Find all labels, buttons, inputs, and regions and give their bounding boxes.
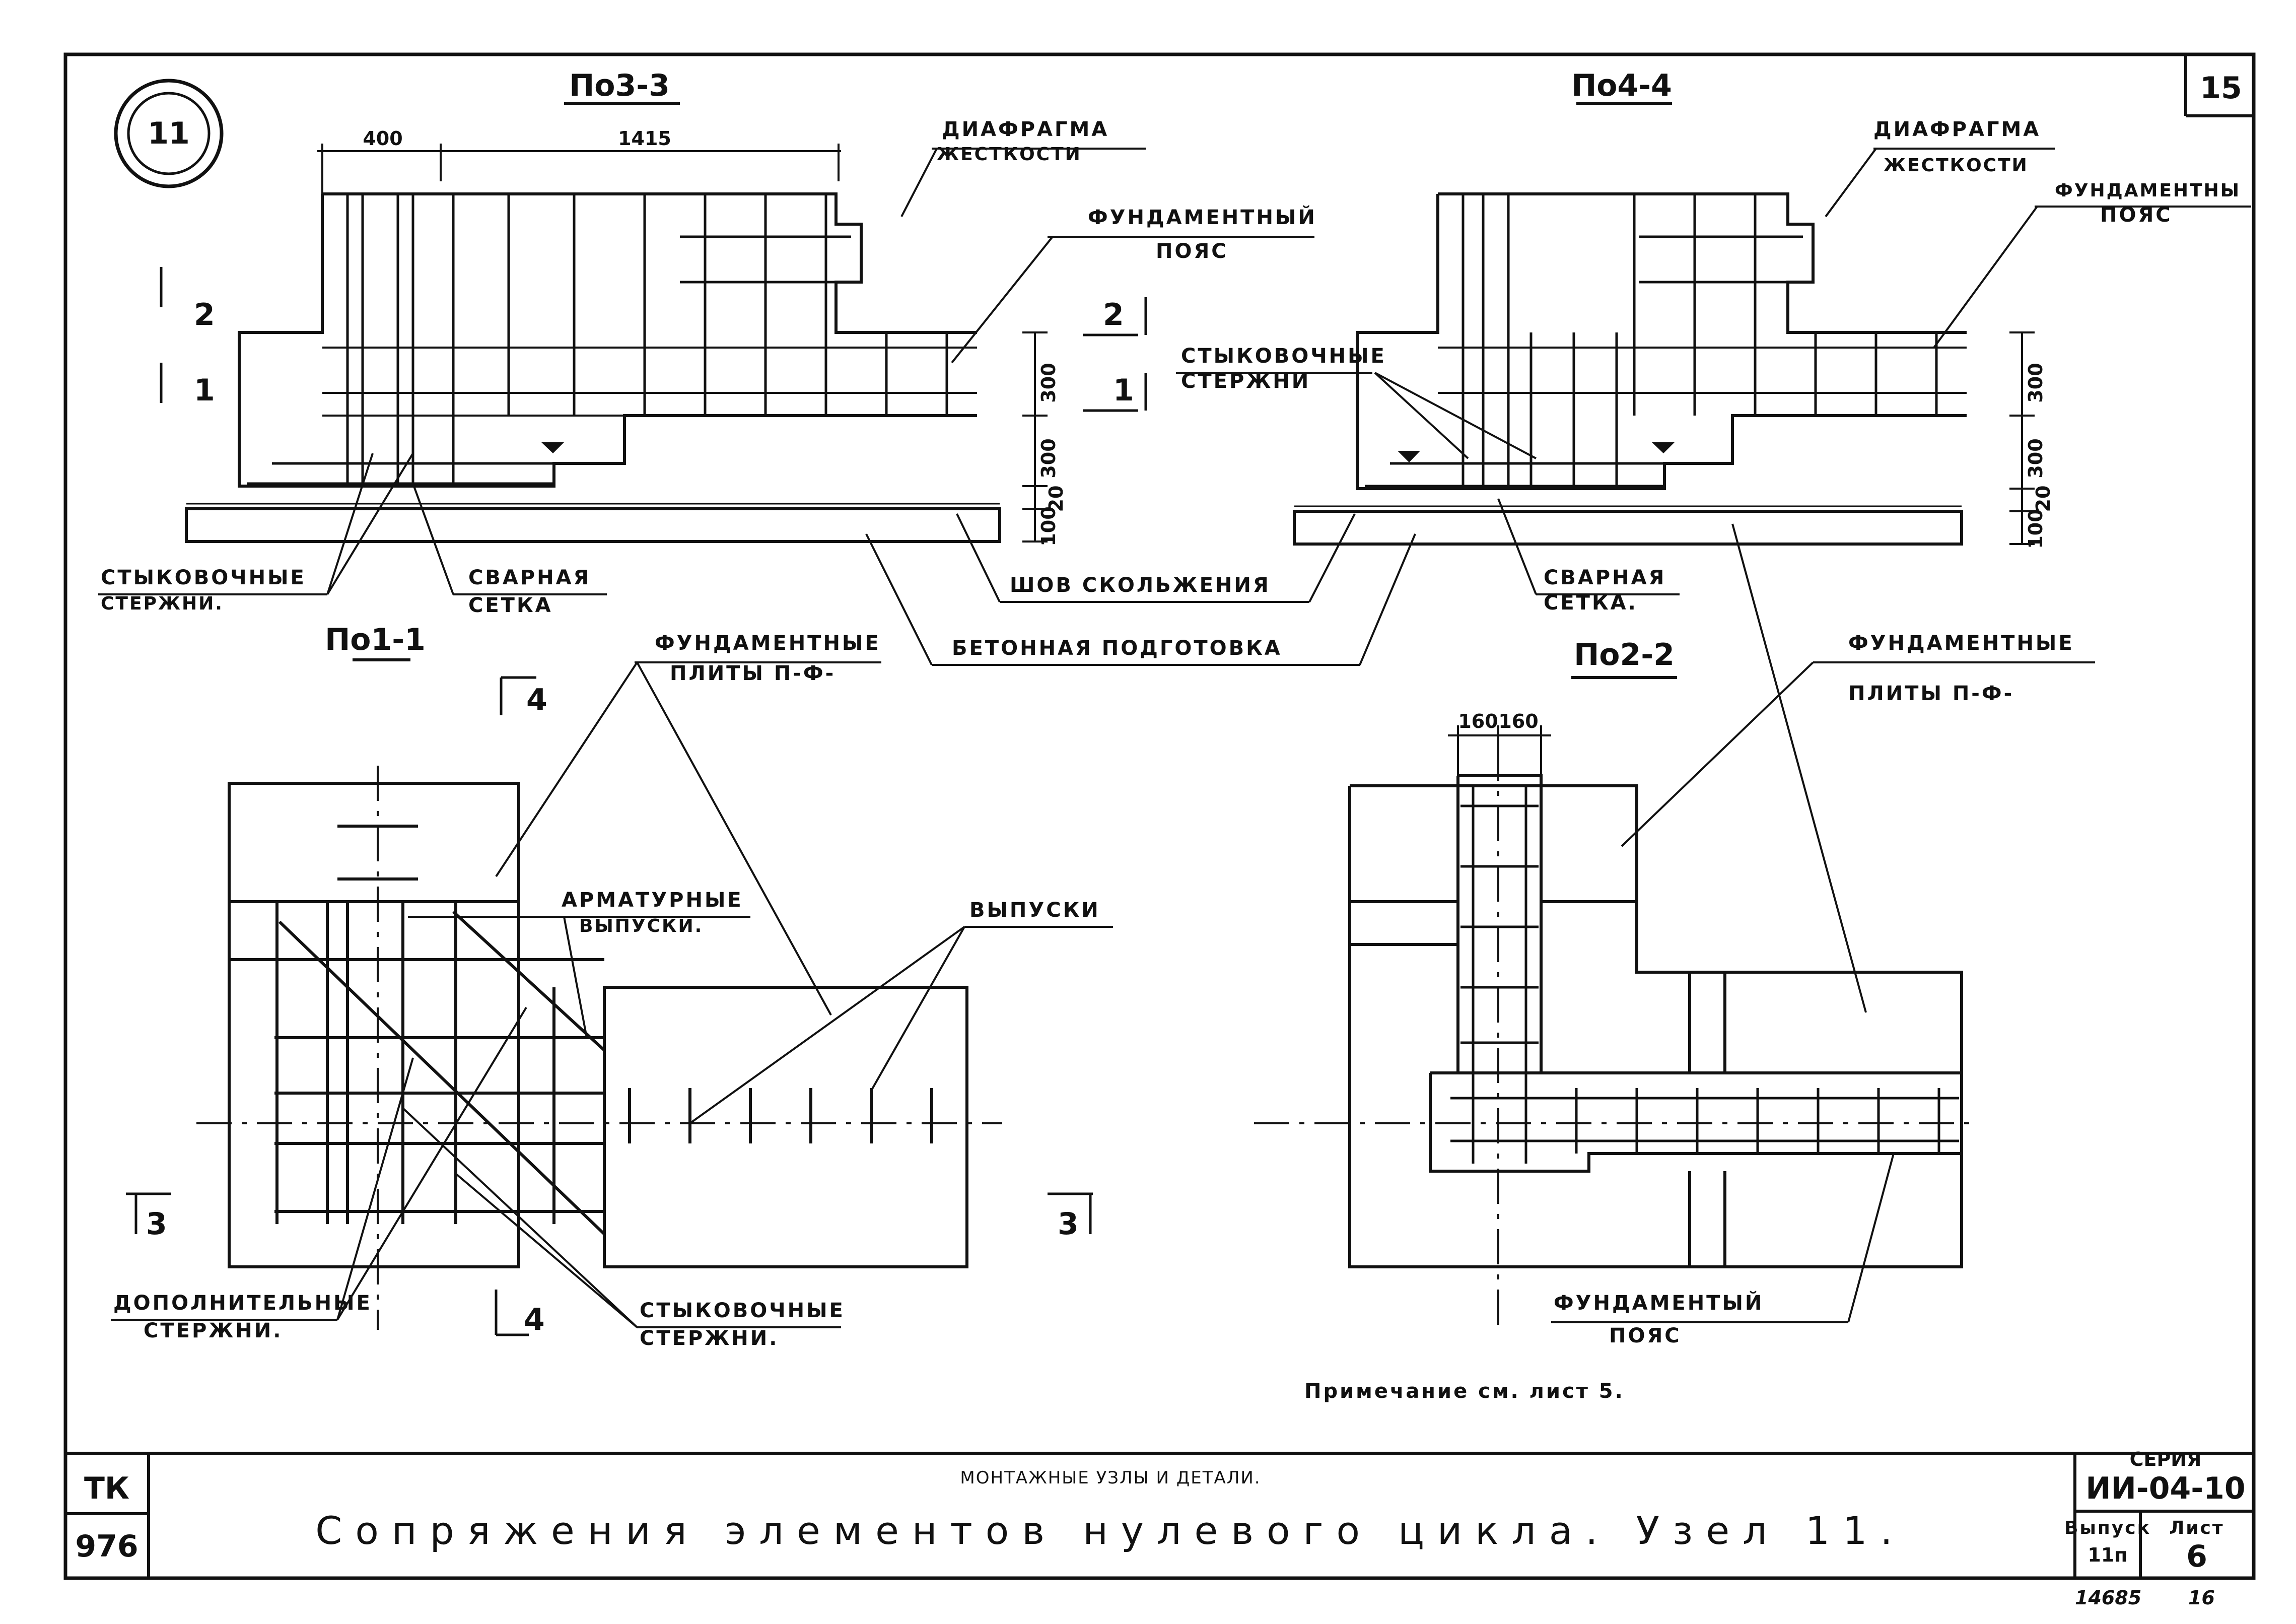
dim-300a: 300: [1037, 363, 1060, 402]
label-extra-bars-2: СТЕРЖНИ.: [144, 1319, 283, 1342]
dim-160a: 160: [1458, 710, 1498, 732]
label-joint-bars-left-2: СТЕРЖНИ.: [101, 593, 224, 614]
middle-labels: СТЫКОВОЧНЫЕ СТЕРЖНИ. СВАРНАЯ СЕТКА ШОВ С…: [98, 452, 2095, 1016]
note-text: Примечание см. лист 5.: [1304, 1380, 1625, 1403]
label-slip-joint: ШОВ СКОЛЬЖЕНИЯ: [1010, 574, 1271, 597]
dim-1415: 1415: [618, 127, 671, 150]
stamp-tk: ТК: [84, 1471, 129, 1506]
plan-1-1: По1-1 4: [111, 622, 1113, 1350]
label-joint-bars-bottom-1: СТЫКОВОЧНЫЕ: [640, 1299, 845, 1322]
section-3-3: По3-3 400 1415: [160, 68, 1067, 547]
issue-value: 11п: [2088, 1544, 2127, 1566]
label-joint-bars-top-1: СТЫКОВОЧНЫЕ: [1181, 345, 1386, 368]
sheet-frame: [63, 52, 2256, 1580]
issue-label: Выпуск: [2064, 1518, 2151, 1538]
label-rebar-out-2: ВЫПУСКИ.: [579, 916, 703, 936]
section-4-4-title: По4-4: [1571, 68, 1672, 103]
series-value: ИИ-04-10: [2085, 1471, 2245, 1506]
label-extra-bars-1: ДОПОЛНИТЕЛЬНЫЕ: [113, 1292, 372, 1315]
dim-160b: 160: [1498, 710, 1538, 732]
dim-300d: 300: [2025, 438, 2047, 478]
section-4-4: По4-4: [1083, 68, 2054, 549]
label-found-belt-bottom-2: ПОЯС: [1609, 1324, 1682, 1347]
label-diaphragm-left-2: ЖЕСТКОСТИ: [937, 144, 1082, 165]
label-diaphragm-left-1: ДИАФРАГМА: [942, 118, 1109, 141]
cut-mark-3-right: 3: [1058, 1206, 1079, 1242]
series-label: СЕРИЯ: [2130, 1448, 2202, 1470]
sheet-value: 6: [2186, 1539, 2207, 1574]
dim-20b: 20: [2032, 486, 2054, 512]
cut-mark-4-bottom: 4: [524, 1302, 545, 1337]
corner-number: 16: [2188, 1587, 2215, 1609]
level-mark-right-2: [1652, 442, 1675, 453]
top-labels: ДИАФРАГМА ЖЕСТКОСТИ ФУНДАМЕНТНЫЙ ПОЯС ДИ…: [900, 118, 2251, 459]
title-block: ТК 976 МОНТАЖНЫЕ УЗЛЫ И ДЕТАЛИ. Сопряжен…: [65, 1448, 2254, 1578]
page-number: 15: [2200, 71, 2242, 106]
label-found-belt-right-1: ФУНДАМЕНТНЫ: [2055, 180, 2241, 201]
label-found-belt-left-1: ФУНДАМЕНТНЫЙ: [1088, 205, 1317, 229]
label-found-belt-left-2: ПОЯС: [1156, 240, 1228, 263]
section-3-3-title: По3-3: [569, 68, 670, 103]
label-found-belt-bottom-1: ФУНДАМЕНТЫЙ: [1554, 1291, 1764, 1315]
cut-mark-1-right: 1: [1113, 373, 1134, 408]
label-found-plates-left-1: ФУНДАМЕНТНЫЕ: [655, 632, 881, 655]
dim-20: 20: [1045, 486, 1067, 512]
label-joint-bars-left-1: СТЫКОВОЧНЫЕ: [101, 566, 306, 589]
label-found-plates-right-1: ФУНДАМЕНТНЫЕ: [1848, 632, 2074, 655]
node-number: 11: [148, 116, 190, 151]
label-rebar-out-1: АРМАТУРНЫЕ: [562, 889, 743, 912]
title-subtitle: МОНТАЖНЫЕ УЗЛЫ И ДЕТАЛИ.: [960, 1468, 1261, 1488]
dim-300c: 300: [2025, 363, 2047, 402]
label-welded-mesh-right-1: СВАРНАЯ: [1544, 566, 1666, 589]
dim-300b: 300: [1037, 438, 1060, 478]
cut-mark-2-right: 2: [1103, 297, 1124, 332]
cut-mark-2-left: 2: [194, 297, 215, 332]
plan-2-2-title: По2-2: [1574, 637, 1675, 672]
label-outlets: ВЫПУСКИ: [969, 899, 1100, 922]
stamp-year: 976: [75, 1529, 138, 1564]
label-diaphragm-right-2: ЖЕСТКОСТИ: [1884, 155, 2029, 176]
cut-mark-3-left: 3: [146, 1206, 167, 1242]
label-found-plates-right-2: ПЛИТЫ П-Ф-: [1848, 682, 2014, 705]
inventory-number: 14685: [2075, 1587, 2141, 1609]
sheet-label: Лист: [2169, 1518, 2224, 1538]
label-concrete-prep: БЕТОННАЯ ПОДГОТОВКА: [952, 637, 1282, 660]
node-circle: 11: [114, 79, 224, 188]
label-welded-mesh-left-2: СЕТКА: [468, 594, 553, 617]
cut-mark-1-left: 1: [194, 373, 215, 408]
level-mark: [541, 442, 564, 453]
dim-400: 400: [363, 127, 402, 150]
cut-mark-4-top: 4: [526, 683, 547, 718]
level-mark-right: [1398, 451, 1420, 462]
label-found-plates-left-2: ПЛИТЫ П-Ф-: [670, 662, 836, 685]
plan-2-2: По2-2 160 160: [1254, 637, 1979, 1403]
plan-1-1-title: По1-1: [325, 622, 426, 657]
label-joint-bars-bottom-2: СТЕРЖНИ.: [640, 1327, 779, 1350]
label-diaphragm-right-1: ДИАФРАГМА: [1873, 118, 2041, 141]
label-welded-mesh-left-1: СВАРНАЯ: [468, 566, 591, 589]
dim-100: 100: [1037, 506, 1060, 546]
dim-100b: 100: [2025, 509, 2047, 549]
title-main: Сопряжения элементов нулевого цикла. Узе…: [315, 1508, 1905, 1553]
